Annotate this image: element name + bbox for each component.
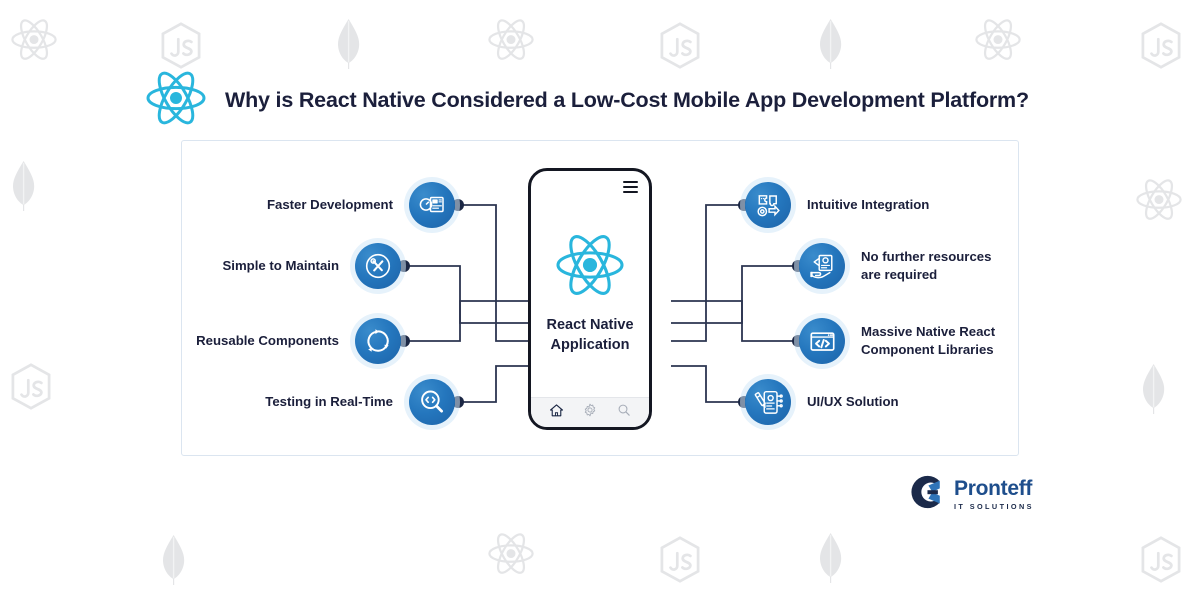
js-hexagon-icon [160,22,202,74]
react-atom-icon [1135,178,1183,226]
mongodb-leaf-icon [817,532,844,589]
react-atom-icon [10,18,58,66]
hamburger-menu-icon[interactable] [623,181,638,193]
home-icon[interactable] [549,403,564,423]
node-massive-native-react-libraries[interactable]: Massive Native React Component Libraries [799,318,995,364]
header: Why is React Native Considered a Low-Cos… [145,70,1029,131]
phone-mockup: React Native Application [528,168,652,430]
node-label: Testing in Real-Time [265,394,393,410]
node-no-further-resources[interactable]: No further resources are required [799,243,991,289]
wrench-screwdriver-icon [355,243,401,289]
speedometer-dashboard-icon [409,182,455,228]
connector-lines [398,199,804,408]
node-reusable-components[interactable]: Reusable Components [196,318,401,364]
mobile-pen-icon [745,379,791,425]
js-hexagon-icon [659,536,701,588]
brand-tagline: IT SOLUTIONS [954,502,1034,511]
node-label: No further resources are required [861,249,992,282]
react-atom-icon [974,18,1022,66]
react-atom-icon [487,18,535,66]
puzzle-gear-icon [745,182,791,228]
js-hexagon-icon [659,22,701,74]
magnifier-code-icon [409,379,455,425]
node-testing-in-real-time[interactable]: Testing in Real-Time [265,379,455,425]
brand-text: Pronteff IT SOLUTIONS [954,478,1034,511]
node-label: Reusable Components [196,333,339,349]
node-label: Simple to Maintain [222,258,340,274]
mongodb-leaf-icon [160,534,187,591]
brand-logo: Pronteff IT SOLUTIONS [908,474,1034,515]
brand-name: Pronteff [954,477,1033,500]
node-label: Massive Native React Component Libraries [861,324,996,357]
node-ui-ux-solution[interactable]: UI/UX Solution [745,379,899,425]
node-label: UI/UX Solution [807,394,899,410]
react-atom-icon [145,70,207,131]
mongodb-leaf-icon [335,18,362,75]
code-window-icon [799,318,845,364]
gear-icon[interactable] [583,403,597,422]
node-faster-development[interactable]: Faster Development [267,182,455,228]
hand-document-icon [799,243,845,289]
search-icon[interactable] [617,403,631,422]
pronteff-hook-icon [908,474,946,515]
page-title: Why is React Native Considered a Low-Cos… [225,88,1029,112]
phone-bottom-nav [531,397,649,427]
react-atom-icon [531,233,649,297]
mongodb-leaf-icon [1140,363,1167,420]
node-label: Intuitive Integration [807,197,930,213]
js-hexagon-icon [1140,22,1182,74]
node-label: Faster Development [266,197,393,213]
circular-arrows-icon [355,318,401,364]
mongodb-leaf-icon [817,18,844,75]
react-atom-icon [487,532,535,580]
mongodb-leaf-icon [10,160,37,217]
node-intuitive-integration[interactable]: Intuitive Integration [745,182,929,228]
js-hexagon-icon [10,363,52,415]
phone-screen-title: React Native Application [546,317,634,353]
node-simple-to-maintain[interactable]: Simple to Maintain [222,243,401,289]
js-hexagon-icon [1140,536,1182,588]
